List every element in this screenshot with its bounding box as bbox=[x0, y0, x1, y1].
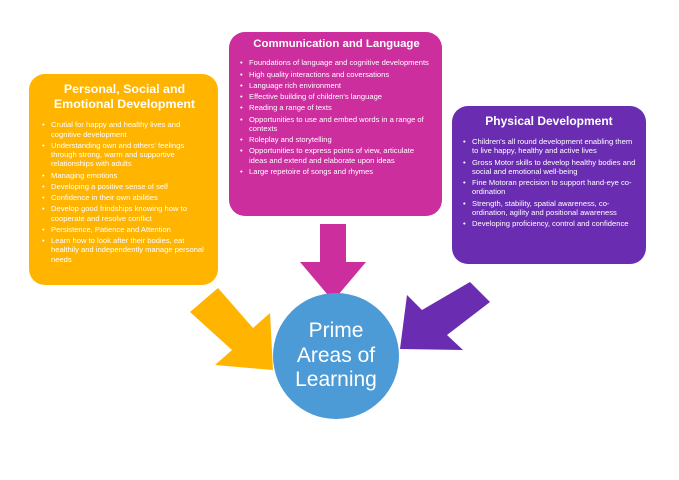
list-item: Children's all round development enablin… bbox=[463, 137, 636, 156]
arrow-pd-to-center bbox=[400, 282, 490, 350]
list-item: Crutial for happy and healthy lives and … bbox=[42, 120, 208, 139]
list-item: Strength, stability, spatial awareness, … bbox=[463, 199, 636, 218]
cl-title: Communication and Language bbox=[253, 38, 420, 50]
list-item: Foundations of language and cognitive de… bbox=[240, 58, 434, 68]
list-item: Persistence, Patience and Attention bbox=[42, 225, 208, 235]
list-item: Understanding own and others' feelings t… bbox=[42, 141, 208, 169]
list-item: Reading a range of texts bbox=[240, 103, 434, 113]
list-item: Developing a positive sense of self bbox=[42, 182, 208, 192]
list-item: Effective building of children's languag… bbox=[240, 92, 434, 102]
physical-development-box: Physical Development Children's all roun… bbox=[452, 106, 646, 264]
list-item: Fine Motoran precision to support hand-e… bbox=[463, 178, 636, 197]
arrow-psed-to-center bbox=[190, 288, 273, 370]
list-item: High quality interactions and coversatio… bbox=[240, 70, 434, 80]
list-item: Develop good frindships knowing how to c… bbox=[42, 204, 208, 223]
arrow-cl-to-center bbox=[300, 224, 366, 301]
psed-title: Personal, Social and Emotional Developme… bbox=[41, 82, 208, 111]
pd-list: Children's all round development enablin… bbox=[462, 137, 636, 229]
list-item: Developing proficiency, control and conf… bbox=[463, 219, 636, 229]
list-item: Opportunities to use and embed words in … bbox=[240, 115, 434, 134]
list-item: Confidence in their own abilities bbox=[42, 193, 208, 203]
list-item: Learn how to look after their bodies, ea… bbox=[42, 236, 208, 264]
center-label: Prime Areas of Learning bbox=[295, 319, 377, 392]
psed-title-line1: Personal, Social and bbox=[63, 82, 186, 96]
psed-list: Crutial for happy and healthy lives and … bbox=[41, 120, 208, 264]
personal-social-emotional-box: Personal, Social and Emotional Developme… bbox=[29, 74, 218, 285]
list-item: Gross Motor skills to develop healthy bo… bbox=[463, 158, 636, 177]
psed-title-line2: Emotional Development bbox=[53, 96, 196, 111]
list-item: Managing emotions bbox=[42, 171, 208, 181]
list-item: Roleplay and storytelling bbox=[240, 135, 434, 145]
center-label-line3: Learning bbox=[295, 368, 377, 392]
list-item: Large repetoire of songs and rhymes bbox=[240, 167, 434, 177]
communication-language-box: Communication and Language Foundations o… bbox=[229, 32, 442, 216]
center-label-line2: Areas of bbox=[296, 343, 376, 367]
cl-list: Foundations of language and cognitive de… bbox=[239, 58, 434, 176]
list-item: Opportunities to express points of view,… bbox=[240, 146, 434, 165]
center-label-line1: Prime bbox=[308, 319, 364, 343]
list-item: Language rich environment bbox=[240, 81, 434, 91]
pd-title: Physical Development bbox=[485, 114, 613, 128]
prime-areas-circle: Prime Areas of Learning bbox=[273, 293, 399, 419]
